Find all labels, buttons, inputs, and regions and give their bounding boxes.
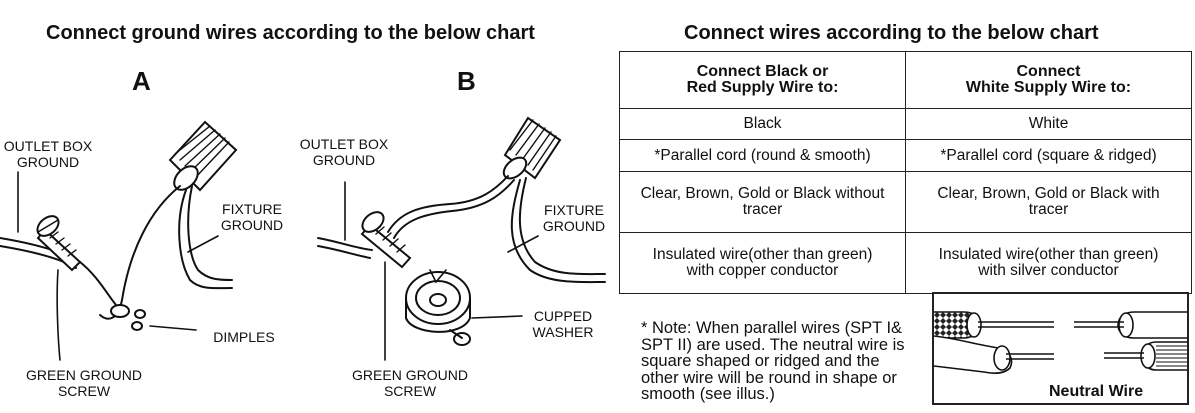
table-row: Insulated wire(other than green) with co… xyxy=(619,231,1192,295)
table-row: Clear, Brown, Gold or Black without trac… xyxy=(619,170,1192,233)
wire-nut-a xyxy=(168,120,238,192)
ground-chart-heading: Connect ground wires according to the be… xyxy=(46,22,535,44)
neutral-wire-drawing xyxy=(934,311,1187,374)
wire-connection-table: Connect Black or Red Supply Wire to: Con… xyxy=(619,51,1192,295)
label-fixture-ground-a: FIXTURE GROUND xyxy=(220,201,284,233)
header-white: Connect White Supply Wire to: xyxy=(905,51,1192,109)
table-cell: Clear, Brown, Gold or Black with tracer xyxy=(905,170,1192,233)
label-green-ground-screw-b: GREEN GROUND SCREW xyxy=(352,367,468,399)
dimple-2 xyxy=(134,309,146,319)
green-ground-screw-b xyxy=(360,211,412,269)
table-header-row: Connect Black or Red Supply Wire to: Con… xyxy=(619,51,1192,109)
table-cell: Clear, Brown, Gold or Black without trac… xyxy=(619,170,906,233)
green-ground-screw-a xyxy=(36,215,82,272)
label-cupped-washer: CUPPED WASHER xyxy=(532,308,594,340)
diagram-b-letter: B xyxy=(457,66,476,96)
dimple-3 xyxy=(131,321,143,331)
table-cell: White xyxy=(905,107,1192,141)
diagram-a-letter: A xyxy=(132,66,151,96)
label-green-ground-screw-a: GREEN GROUND SCREW xyxy=(26,367,142,399)
table-cell: Insulated wire(other than green) with si… xyxy=(905,231,1192,295)
neutral-wire-illustration: Neutral Wire xyxy=(932,292,1189,405)
fixture-ground-wire-b xyxy=(510,179,606,284)
ground-wire-diagrams xyxy=(0,116,606,361)
table-cell: Black xyxy=(619,107,906,141)
header-black-red: Connect Black or Red Supply Wire to: xyxy=(619,51,906,109)
neutral-wire-label: Neutral Wire xyxy=(1049,383,1144,400)
wire-chart-heading: Connect wires according to the below cha… xyxy=(684,22,1099,44)
table-cell: *Parallel cord (square & ridged) xyxy=(905,139,1192,172)
fixture-ground-wire-a xyxy=(99,185,181,320)
dimple-1 xyxy=(110,304,130,318)
table-row: *Parallel cord (round & smooth) *Paralle… xyxy=(619,139,1192,172)
table-row: Black White xyxy=(619,107,1192,141)
cupped-washer xyxy=(405,269,471,346)
label-outlet-box-ground-b: OUTLET BOX GROUND xyxy=(299,136,389,168)
table-cell: *Parallel cord (round & smooth) xyxy=(619,139,906,172)
label-outlet-box-ground-a: OUTLET BOX GROUND xyxy=(3,138,93,170)
outlet-ground-wire-b xyxy=(317,237,373,251)
table-cell: Insulated wire(other than green) with co… xyxy=(619,231,906,295)
parallel-wire-note: * Note: When parallel wires (SPT I& SPT … xyxy=(641,319,905,403)
label-dimples: DIMPLES xyxy=(213,329,275,345)
label-fixture-ground-b: FIXTURE GROUND xyxy=(542,202,606,234)
wire-nut-b xyxy=(502,116,562,180)
